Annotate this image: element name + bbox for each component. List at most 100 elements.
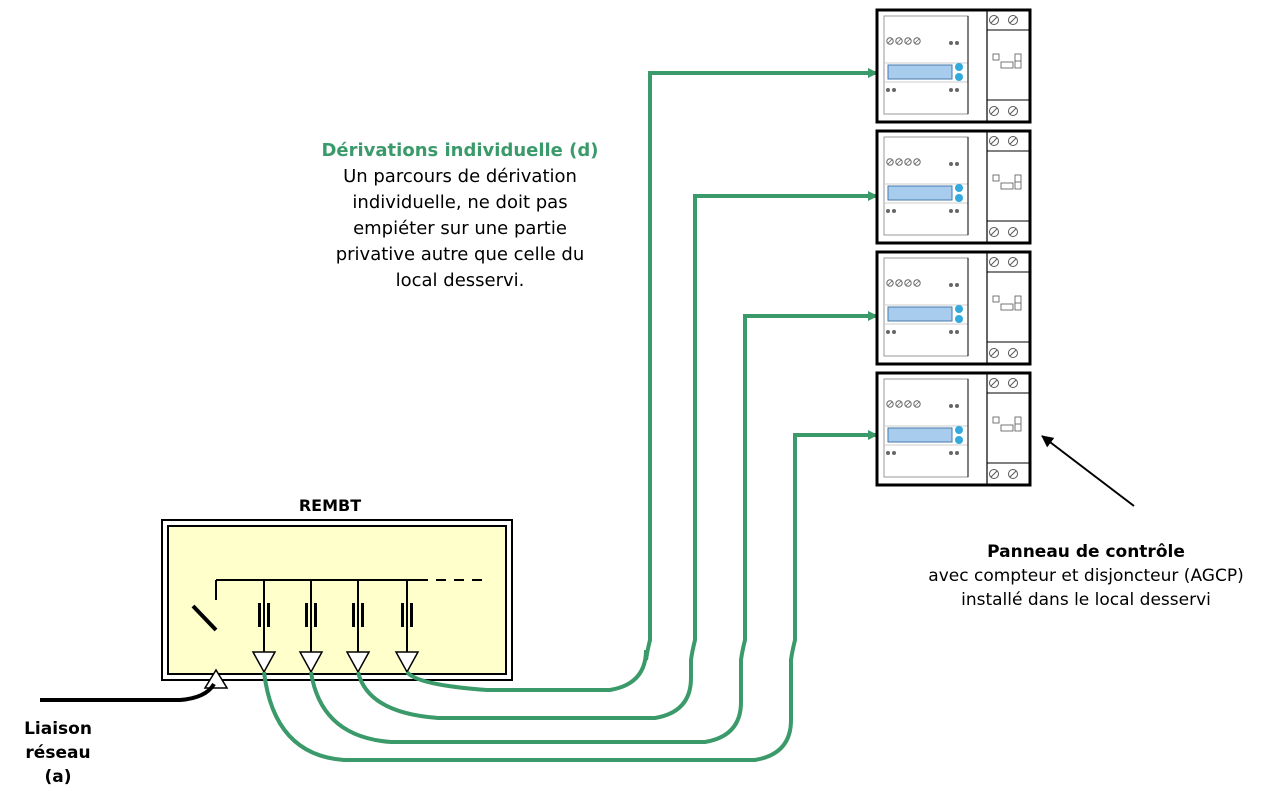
input-terminal xyxy=(203,668,229,689)
breaker-screw-slot xyxy=(1009,349,1017,357)
output-terminal xyxy=(298,651,324,674)
meter-terminal-slot xyxy=(914,280,920,286)
meter-small-terminal xyxy=(892,330,896,334)
meter-terminal-slot xyxy=(887,280,893,286)
breaker-indicator xyxy=(992,53,1000,61)
derivation-line: Un parcours de dérivation xyxy=(343,166,577,187)
meter-small-terminal xyxy=(949,41,953,45)
control-panel xyxy=(875,129,1032,245)
feeder-group xyxy=(251,580,420,674)
derivation-route xyxy=(309,311,878,744)
fuse-mark xyxy=(314,603,317,627)
meter-led xyxy=(955,194,963,202)
control-panels xyxy=(875,8,1032,487)
meter-terminal-slot xyxy=(896,401,902,407)
meter-small-terminal xyxy=(886,330,890,334)
meter-small-terminal xyxy=(949,209,953,213)
meter-terminal-slot xyxy=(905,159,911,165)
rembt-box xyxy=(161,519,513,689)
breaker-switch xyxy=(1000,424,1014,432)
breaker-screw-slot xyxy=(1009,470,1017,478)
breaker-screw-slot xyxy=(990,470,998,478)
meter-terminal-slot xyxy=(914,159,920,165)
meter-terminal-slot xyxy=(905,38,911,44)
breaker-screw-slot xyxy=(990,258,998,266)
meter-small-terminal xyxy=(955,404,959,408)
meter-small-terminal xyxy=(949,451,953,455)
meter-small-terminal xyxy=(892,209,896,213)
meter-small-terminal xyxy=(955,41,959,45)
main-switch xyxy=(191,604,218,632)
breaker-indicator xyxy=(992,295,1000,303)
fuse-mark xyxy=(305,603,308,627)
meter-small-terminal xyxy=(949,162,953,166)
meter-small-terminal xyxy=(886,209,890,213)
control-panel-line: avec compteur et disjoncteur (AGCP) xyxy=(928,566,1244,586)
derivation-title: Dérivations individuelle (d) xyxy=(321,140,599,161)
derivation-line: individuelle, ne doit pas xyxy=(352,192,568,213)
meter-small-terminal xyxy=(955,451,959,455)
derivation-route xyxy=(356,191,878,720)
network-link-label: Liaison réseau (a) xyxy=(0,717,116,789)
breaker-switch xyxy=(1000,182,1014,190)
derivation-routes xyxy=(262,68,878,762)
breaker-screw-slot xyxy=(990,228,998,236)
meter-terminal-slot xyxy=(896,38,902,44)
meter-small-terminal xyxy=(949,88,953,92)
control-panel-note: Panneau de contrôle avec compteur et dis… xyxy=(890,540,1282,612)
meter-display xyxy=(887,427,953,443)
output-terminal xyxy=(394,651,420,674)
network-link-line: Liaison réseau xyxy=(24,719,92,763)
meter-small-terminal xyxy=(949,404,953,408)
meter-led xyxy=(955,63,963,71)
derivation-line: privative autre que celle du xyxy=(335,244,585,265)
meter-led xyxy=(955,305,963,313)
meter-terminal-slot xyxy=(896,280,902,286)
meter-small-terminal xyxy=(949,330,953,334)
breaker-screw-slot xyxy=(1009,258,1017,266)
rembt-label: REMBT xyxy=(298,496,362,515)
meter-small-terminal xyxy=(955,88,959,92)
fuse-mark xyxy=(267,603,270,627)
meter-small-terminal xyxy=(955,330,959,334)
meter-terminal-slot xyxy=(914,38,920,44)
fuse-mark xyxy=(410,603,413,627)
network-cable xyxy=(40,682,216,702)
breaker-screw-slot xyxy=(1009,137,1017,145)
output-terminal xyxy=(251,651,277,674)
control-panel xyxy=(875,371,1032,487)
breaker-indicator xyxy=(992,416,1000,424)
control-panel-line: installé dans le local desservi xyxy=(961,590,1211,610)
meter-terminal-slot xyxy=(905,401,911,407)
output-terminal xyxy=(345,651,371,674)
control-panel xyxy=(875,250,1032,366)
meter-terminal-slot xyxy=(896,159,902,165)
fuse-mark xyxy=(401,603,404,627)
fuse-mark xyxy=(258,603,261,627)
fuse-mark xyxy=(361,603,364,627)
meter-small-terminal xyxy=(955,283,959,287)
meter-display xyxy=(887,306,953,322)
meter-led xyxy=(955,436,963,444)
meter-led xyxy=(955,184,963,192)
meter-small-terminal xyxy=(886,88,890,92)
breaker-screw-slot xyxy=(1009,379,1017,387)
panel-pointer-arrow xyxy=(1041,435,1135,507)
meter-display xyxy=(887,185,953,201)
meter-terminal-slot xyxy=(914,401,920,407)
meter-small-terminal xyxy=(892,88,896,92)
meter-small-terminal xyxy=(955,209,959,213)
derivation-line: local desservi. xyxy=(395,270,525,291)
breaker-screw-slot xyxy=(990,379,998,387)
meter-led xyxy=(955,315,963,323)
control-panel-title: Panneau de contrôle xyxy=(987,542,1185,562)
breaker-screw-slot xyxy=(1009,107,1017,115)
meter-small-terminal xyxy=(955,162,959,166)
breaker-screw-slot xyxy=(990,137,998,145)
meter-terminal-slot xyxy=(887,401,893,407)
meter-terminal-slot xyxy=(887,159,893,165)
meter-led xyxy=(955,73,963,81)
breaker-screw-slot xyxy=(990,107,998,115)
derivation-note: Dérivations individuelle (d) Un parcours… xyxy=(290,138,630,294)
